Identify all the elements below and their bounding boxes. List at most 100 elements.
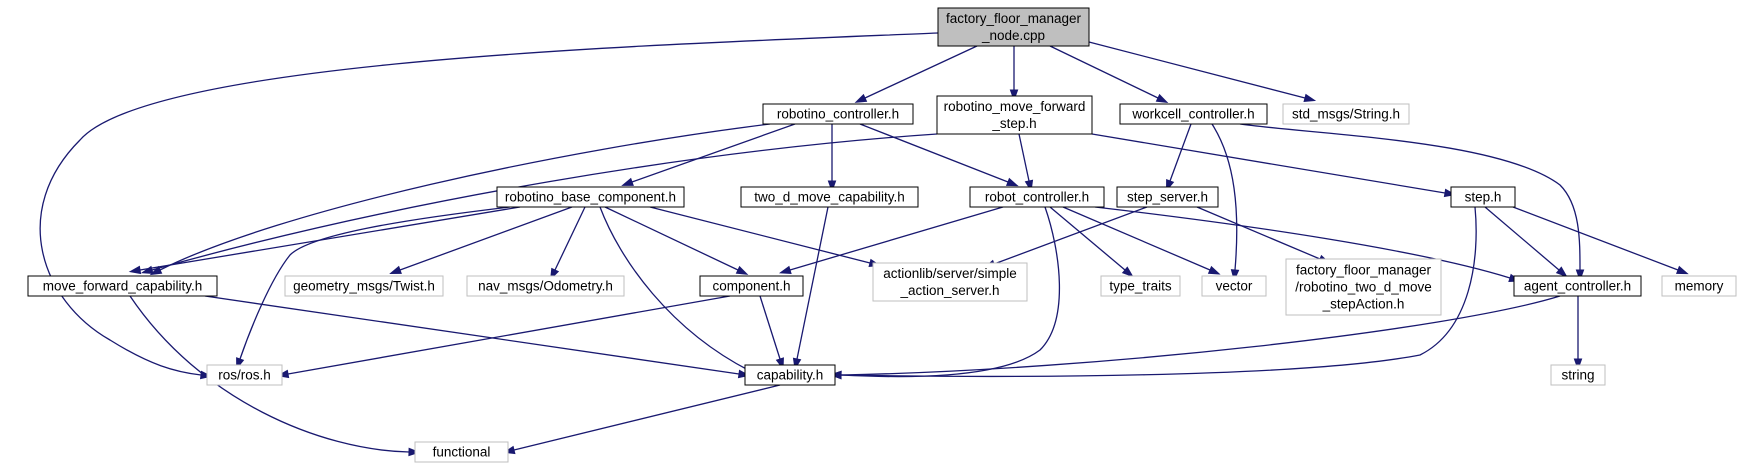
edge-arrowhead bbox=[389, 265, 402, 274]
edge-arrowhead bbox=[1675, 265, 1689, 275]
node-step[interactable]: step.h bbox=[1450, 186, 1516, 208]
node-component[interactable]: component.h bbox=[699, 275, 804, 297]
edge-robotino_move_forward_step-to-robot_controller bbox=[1018, 133, 1034, 193]
edge-arrowhead bbox=[827, 180, 837, 193]
edge-root-to-workcell_controller bbox=[1049, 45, 1169, 103]
edge-arrowhead bbox=[128, 265, 142, 275]
node-root[interactable]: factory_floor_manager_node.cpp bbox=[937, 7, 1090, 47]
node-robotino-two-d-move-step-action[interactable]: factory_floor_manager/robotino_two_d_mov… bbox=[1285, 258, 1442, 316]
node-vector[interactable]: vector bbox=[1201, 275, 1267, 297]
edge-arrowhead bbox=[621, 177, 634, 186]
node-two-d-move-capability[interactable]: two_d_move_capability.h bbox=[740, 186, 919, 208]
node-label: two_d_move_capability.h bbox=[754, 190, 905, 205]
edges-layer bbox=[39, 32, 1689, 457]
edge-arrowhead bbox=[854, 93, 868, 103]
edge-line bbox=[399, 206, 573, 271]
node-box bbox=[206, 364, 283, 386]
edge-line bbox=[129, 295, 410, 453]
node-label: robotino_base_component.h bbox=[505, 190, 676, 205]
node-box bbox=[744, 364, 836, 386]
node-label: actionlib/server/simple bbox=[883, 266, 1017, 281]
edge-robot_controller-to-component bbox=[778, 206, 1004, 274]
node-actionlib-simple-action-server[interactable]: actionlib/server/simple_action_server.h bbox=[872, 262, 1028, 302]
node-label: geometry_msgs/Twist.h bbox=[293, 279, 435, 294]
node-box bbox=[1285, 258, 1442, 316]
edge-move_forward_capability-to-functional bbox=[129, 295, 421, 457]
node-box bbox=[1282, 103, 1410, 125]
node-agent-controller[interactable]: agent_controller.h bbox=[1513, 275, 1642, 297]
edge-component-to-capability bbox=[759, 295, 784, 370]
node-box bbox=[1116, 186, 1219, 208]
node-box bbox=[969, 186, 1105, 208]
node-move-forward-capability[interactable]: move_forward_capability.h bbox=[27, 275, 218, 297]
edge-line bbox=[993, 206, 1148, 265]
node-label: step_server.h bbox=[1127, 190, 1208, 205]
edge-robotino_base_component-to-nav_msgs_odometry bbox=[550, 206, 586, 281]
edge-agent_controller-to-string bbox=[1573, 296, 1583, 371]
node-box bbox=[1201, 275, 1267, 297]
edge-line bbox=[1169, 123, 1192, 182]
edge-robotino_base_component-to-move_forward_capability bbox=[128, 206, 521, 275]
node-type-traits[interactable]: type_traits bbox=[1100, 275, 1181, 297]
edge-workcell_controller-to-step_server bbox=[1166, 123, 1192, 192]
node-robotino-move-forward-step[interactable]: robotino_move_forward_step.h bbox=[936, 95, 1093, 135]
node-workcell-controller[interactable]: workcell_controller.h bbox=[1119, 103, 1268, 125]
edge-workcell_controller-to-agent_controller bbox=[1239, 123, 1585, 282]
edge-move_forward_capability-to-capability bbox=[204, 295, 751, 379]
edge-line bbox=[789, 206, 1004, 271]
edge-robotino_base_component-to-actionlib_simple_action_server bbox=[649, 206, 882, 268]
node-label: step.h bbox=[1465, 190, 1502, 205]
node-std-msgs-string[interactable]: std_msgs/String.h bbox=[1282, 103, 1410, 125]
node-label: string bbox=[1561, 368, 1594, 383]
edge-robotino_controller-to-robotino_base_component bbox=[621, 123, 796, 186]
node-label: robotino_controller.h bbox=[777, 107, 899, 122]
node-robotino-controller[interactable]: robotino_controller.h bbox=[762, 103, 914, 125]
edge-line bbox=[1211, 123, 1238, 271]
edge-step_server-to-robotino_two_d_move_step_action bbox=[1196, 206, 1331, 264]
nodes-layer: factory_floor_manager_node.cpp robotino_c… bbox=[27, 7, 1737, 463]
edge-arrowhead bbox=[1575, 269, 1585, 282]
node-nav-msgs-odometry[interactable]: nav_msgs/Odometry.h bbox=[466, 275, 625, 297]
edge-line bbox=[840, 206, 1477, 378]
node-ros-ros[interactable]: ros/ros.h bbox=[206, 364, 283, 386]
edge-line bbox=[599, 206, 751, 372]
node-box bbox=[740, 186, 919, 208]
edge-line bbox=[1049, 45, 1159, 99]
node-capability[interactable]: capability.h bbox=[744, 364, 836, 386]
node-functional[interactable]: functional bbox=[414, 441, 509, 463]
edge-workcell_controller-to-vector bbox=[1211, 123, 1240, 282]
edge-line bbox=[554, 206, 586, 271]
edge-arrowhead bbox=[1230, 269, 1240, 282]
node-string[interactable]: string bbox=[1550, 364, 1606, 386]
edge-arrowhead bbox=[1555, 266, 1568, 278]
node-label: agent_controller.h bbox=[1524, 279, 1631, 294]
edge-line bbox=[604, 206, 739, 271]
edge-line bbox=[1018, 133, 1030, 182]
edge-agent_controller-to-capability bbox=[829, 295, 1561, 380]
edge-line bbox=[239, 206, 511, 360]
edge-step-to-memory bbox=[1512, 206, 1689, 275]
node-box bbox=[1450, 186, 1516, 208]
edge-line bbox=[1512, 206, 1679, 271]
node-step-server[interactable]: step_server.h bbox=[1116, 186, 1219, 208]
node-robotino-base-component[interactable]: robotino_base_component.h bbox=[496, 186, 685, 208]
edge-line bbox=[759, 295, 781, 360]
edge-line bbox=[1094, 206, 1511, 279]
node-label: vector bbox=[1216, 279, 1253, 294]
node-label: ros/ros.h bbox=[218, 368, 271, 383]
node-box bbox=[414, 441, 509, 463]
node-geometry-msgs-twist[interactable]: geometry_msgs/Twist.h bbox=[284, 275, 444, 297]
edge-line bbox=[513, 384, 781, 451]
edge-robotino_base_component-to-component bbox=[604, 206, 749, 275]
edge-arrowhead bbox=[1121, 266, 1134, 278]
node-box bbox=[1661, 275, 1737, 297]
node-box bbox=[27, 275, 218, 297]
edge-capability-to-functional bbox=[502, 384, 781, 455]
node-robot-controller[interactable]: robot_controller.h bbox=[969, 186, 1105, 208]
node-label: capability.h bbox=[757, 368, 824, 383]
edge-line bbox=[649, 206, 871, 264]
node-memory[interactable]: memory bbox=[1661, 275, 1737, 297]
edge-arrowhead bbox=[829, 370, 842, 380]
edge-component-to-ros_ros bbox=[276, 295, 731, 379]
edge-line bbox=[1062, 206, 1211, 271]
